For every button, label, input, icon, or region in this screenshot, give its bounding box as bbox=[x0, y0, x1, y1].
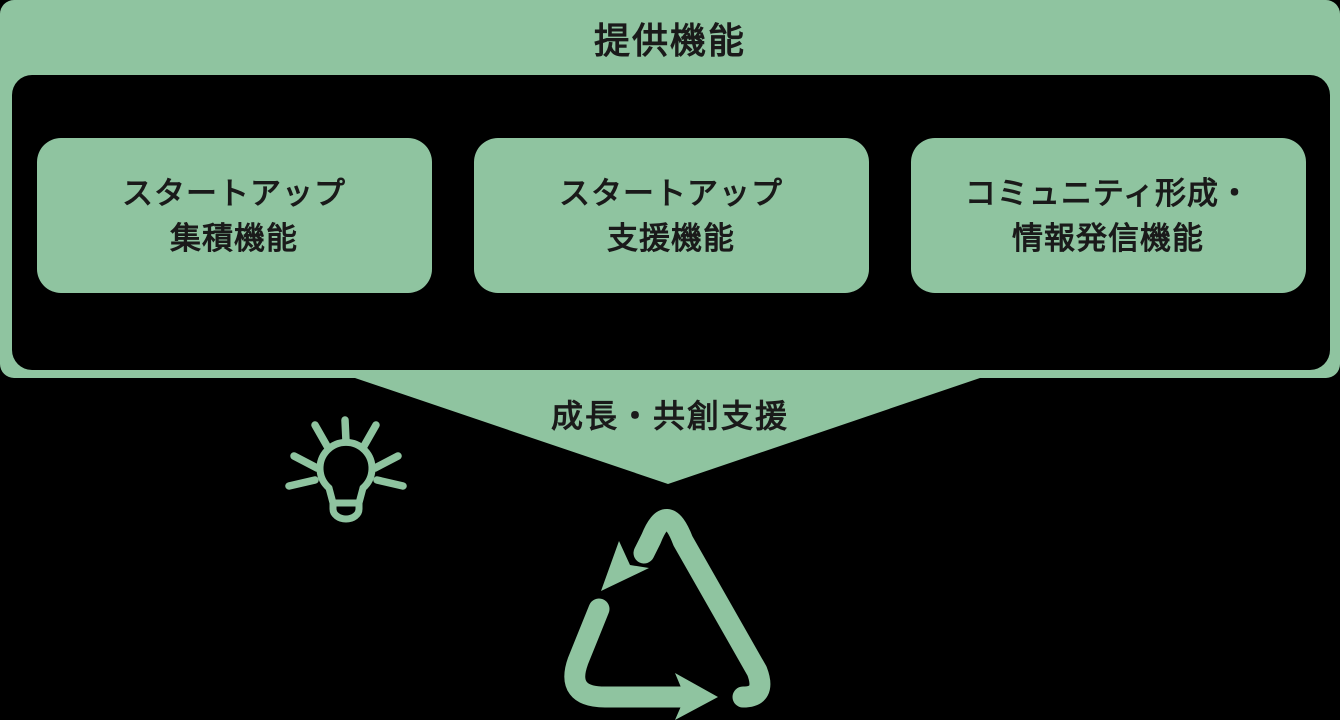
function-box-startup-accumulation: スタートアップ 集積機能 bbox=[36, 138, 432, 293]
funnel-label: 成長・共創支援 bbox=[550, 398, 789, 434]
function-box-community-information: コミュニティ形成・ 情報発信機能 bbox=[910, 138, 1306, 293]
function-box-label-line: 情報発信機能 bbox=[1012, 220, 1204, 256]
function-box-label-line: スタートアップ bbox=[122, 175, 346, 211]
functions-container: スタートアップ 集積機能 スタートアップ 支援機能 コミュニティ形成・ 情報発信… bbox=[12, 75, 1330, 370]
recycle-cycle-icon bbox=[564, 509, 771, 720]
function-box-startup-support: スタートアップ 支援機能 bbox=[473, 138, 869, 293]
function-box-label-line: 支援機能 bbox=[607, 220, 735, 256]
function-box-label-line: コミュニティ形成・ bbox=[964, 175, 1252, 211]
function-box-label-line: 集積機能 bbox=[170, 220, 298, 256]
panel-title: 提供機能 bbox=[593, 19, 746, 61]
funnel-arrow: 成長・共創支援 bbox=[0, 378, 1340, 488]
lightbulb-icon bbox=[285, 416, 407, 523]
function-box-label-line: スタートアップ bbox=[559, 175, 783, 211]
funnel-shape bbox=[355, 378, 980, 484]
provided-functions-panel: 提供機能 スタートアップ 集積機能 スタートアップ 支援機能 コミュニティ形成・… bbox=[0, 0, 1340, 378]
